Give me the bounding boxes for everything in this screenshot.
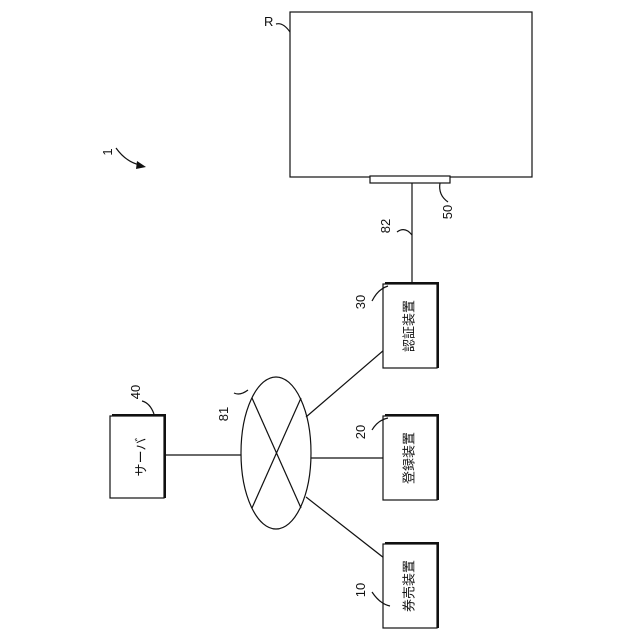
auth-device-label: 認証装置 xyxy=(402,300,418,352)
register-device-label: 登録装置 xyxy=(403,432,418,484)
system-ref: 1 xyxy=(100,148,115,155)
auth-ref: 30 xyxy=(353,295,368,309)
server-leader xyxy=(142,401,154,414)
reader-50 xyxy=(370,176,450,183)
ticket-ref: 10 xyxy=(353,583,368,597)
reader-ref: 50 xyxy=(440,205,455,219)
line82-leader xyxy=(397,230,412,235)
server-label: サーバ xyxy=(135,438,150,477)
system-arrowhead xyxy=(136,161,146,169)
room-r xyxy=(290,12,532,177)
room-ref: R xyxy=(264,14,273,29)
network-ref: 81 xyxy=(216,407,231,421)
link-auth xyxy=(306,350,384,417)
register-ref: 20 xyxy=(353,425,368,439)
room-leader xyxy=(276,24,290,32)
reader-leader xyxy=(440,183,448,202)
ticket-device-label: 券売装置 xyxy=(402,560,418,612)
link-ticket xyxy=(306,497,384,558)
line82-ref: 82 xyxy=(378,219,393,233)
system-arrow xyxy=(116,148,140,165)
server-ref: 40 xyxy=(128,385,143,399)
network-leader xyxy=(234,390,248,394)
